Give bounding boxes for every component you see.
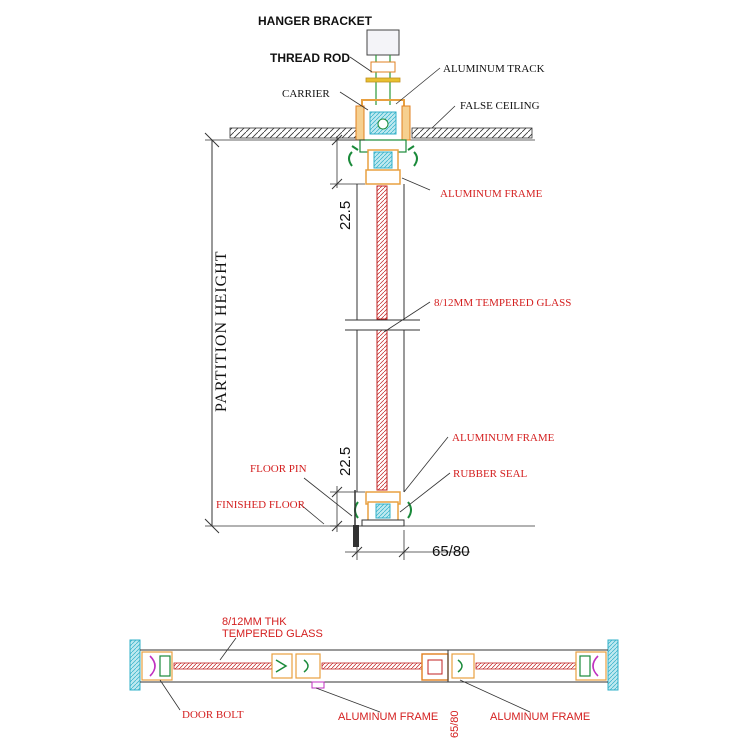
label-hanger-bracket: HANGER BRACKET (258, 14, 373, 28)
plan-label-door-bolt: DOOR BOLT (182, 709, 244, 721)
label-aluminum-frame-bottom: ALUMINUM FRAME (452, 432, 555, 444)
plan-leader-lines (159, 637, 531, 713)
plan-label-aluminum-frame-left: ALUMINUM FRAME (338, 711, 438, 723)
aluminum-track (355, 99, 411, 143)
dim-top-gap: 22.5 (337, 201, 354, 230)
label-aluminum-track: ALUMINUM TRACK (443, 63, 545, 75)
plan-label-glass-line2: TEMPERED GLASS (222, 628, 323, 640)
plan-dim-width: 65/80 (449, 710, 461, 738)
top-carrier-frame (348, 139, 418, 185)
label-partition-height: PARTITION HEIGHT (213, 250, 230, 412)
plan-label-glass-line1: 8/12MM THK (222, 616, 287, 628)
glass-panel (345, 184, 420, 492)
gap-dimension-lines (330, 134, 470, 560)
plan-label-aluminum-frame-right: ALUMINUM FRAME (490, 711, 590, 723)
label-tempered-glass: 8/12MM TEMPERED GLASS (434, 297, 571, 309)
label-aluminum-frame-top: ALUMINUM FRAME (440, 188, 543, 200)
bottom-frame (353, 490, 412, 547)
thread-rod (365, 55, 401, 105)
hanger-bracket-box (366, 29, 400, 56)
label-rubber-seal: RUBBER SEAL (453, 468, 528, 480)
label-finished-floor: FINISHED FLOOR (216, 499, 306, 511)
label-floor-pin: FLOOR PIN (250, 463, 307, 475)
dim-bottom-gap: 22.5 (337, 447, 354, 476)
label-carrier: CARRIER (282, 88, 330, 100)
plan-view (129, 639, 619, 691)
dim-frame-width: 65/80 (432, 543, 470, 560)
label-false-ceiling: FALSE CEILING (460, 100, 540, 112)
partition-height-dimension (204, 132, 220, 534)
label-thread-rod: THREAD ROD (270, 51, 350, 65)
leader-lines (299, 56, 456, 525)
